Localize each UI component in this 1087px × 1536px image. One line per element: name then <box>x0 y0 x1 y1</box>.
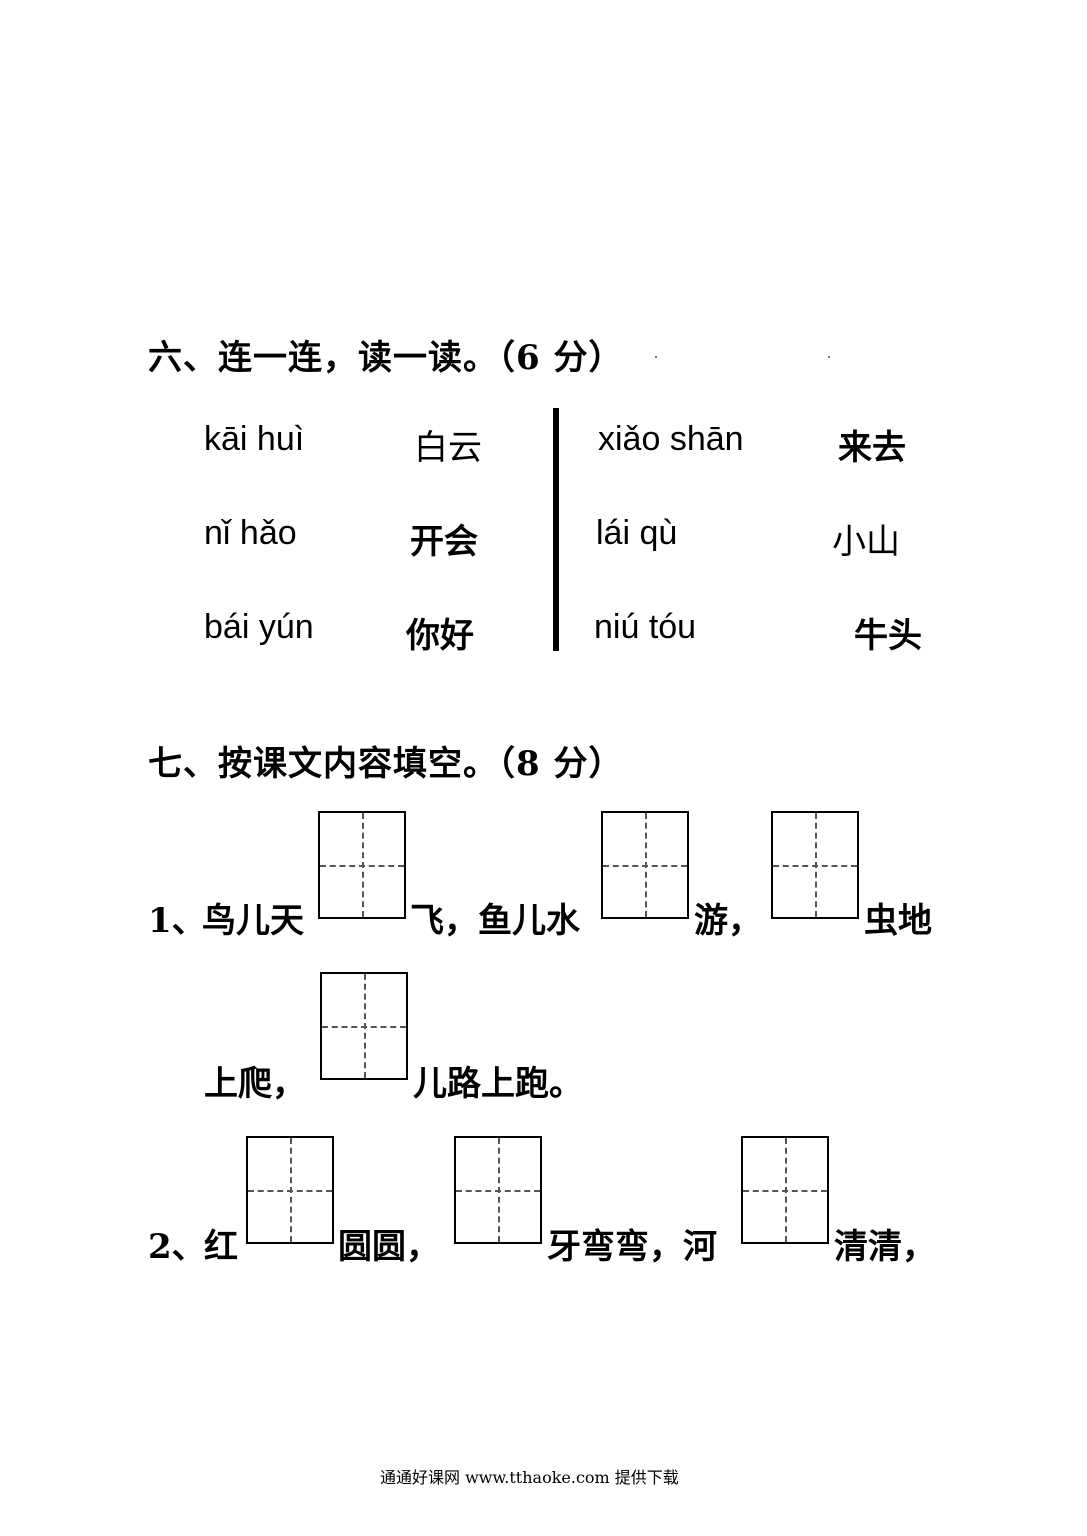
hanzi-left-3: 你好 <box>406 616 474 656</box>
q1-number: 1、 <box>148 901 206 941</box>
q1-text-5: 上爬， <box>204 1064 306 1104</box>
tianzi-answer-box[interactable] <box>741 1136 829 1244</box>
hanzi-left-1: 白云 <box>414 428 482 468</box>
pinyin-right-3: niú tóu <box>594 608 697 646</box>
hanzi-right-2: 小山 <box>832 522 900 562</box>
section-7-title: 七、按课文内容填空。（8 分） <box>148 744 624 784</box>
q1-text-6: 儿路上跑。 <box>413 1064 583 1104</box>
tianzi-answer-box[interactable] <box>771 811 859 919</box>
tianzi-answer-box[interactable] <box>454 1136 542 1244</box>
q2-number: 2、 <box>148 1227 206 1267</box>
q1-text-1: 鸟儿天 <box>202 901 304 941</box>
q2-text-1: 红 <box>204 1227 238 1267</box>
hanzi-right-3: 牛头 <box>854 616 922 656</box>
tianzi-answer-box[interactable] <box>318 811 406 919</box>
hanzi-left-2: 开会 <box>410 522 478 562</box>
q1-text-3: 游， <box>694 901 762 941</box>
scan-speck <box>655 356 657 358</box>
q2-text-3: 牙弯弯，河 <box>547 1227 717 1267</box>
footer-source: 通通好课网 www.tthaoke.com 提供下载 <box>380 1468 679 1487</box>
scan-speck <box>828 356 830 358</box>
tianzi-answer-box[interactable] <box>320 972 408 1080</box>
section-6-title: 六、连一连，读一读。（6 分） <box>148 338 624 378</box>
pinyin-left-1: kāi huì <box>204 420 305 458</box>
hanzi-right-1: 来去 <box>838 428 906 468</box>
q2-text-2: 圆圆， <box>338 1227 440 1267</box>
tianzi-answer-box[interactable] <box>601 811 689 919</box>
pinyin-left-3: bái yún <box>204 608 314 646</box>
q2-text-4: 清清， <box>834 1227 936 1267</box>
column-divider <box>553 408 559 651</box>
pinyin-right-2: lái qù <box>596 514 678 552</box>
tianzi-answer-box[interactable] <box>246 1136 334 1244</box>
q1-text-2: 飞，鱼儿水 <box>410 901 580 941</box>
q1-text-4: 虫地 <box>864 901 932 941</box>
pinyin-right-1: xiǎo shān <box>598 420 744 458</box>
pinyin-left-2: nǐ hǎo <box>204 514 297 552</box>
